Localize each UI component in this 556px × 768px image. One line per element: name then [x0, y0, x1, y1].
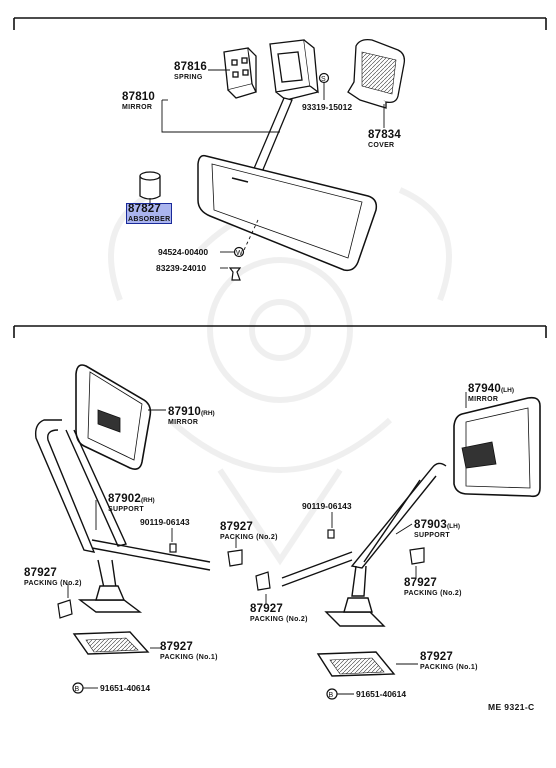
- part-number: 87927: [420, 651, 453, 663]
- mirror-rh-drawing: [75, 364, 152, 470]
- label-support-lh: 87903(LH) SUPPORT: [414, 516, 460, 539]
- lower-fasteners: B B: [72, 529, 338, 700]
- part-number: 87927: [250, 603, 283, 615]
- svg-text:W: W: [236, 250, 243, 257]
- upper-fasteners: S W: [228, 72, 330, 281]
- label-screw-rh: 91651-40614: [100, 683, 151, 693]
- rear-view-mirror-drawing: [197, 154, 378, 272]
- label-mirror-rh: 87910(RH) MIRROR: [168, 403, 215, 426]
- part-name: SPRING: [174, 73, 203, 81]
- part-side: (LH): [446, 523, 460, 530]
- label-packing1-rh: 87927 PACKING (No.1): [160, 641, 218, 661]
- part-number: 87902: [108, 493, 141, 505]
- label-spring: 87816 SPRING: [174, 61, 207, 81]
- part-number: 87927: [404, 577, 437, 589]
- absorber-drawing: [139, 171, 161, 200]
- part-number: 87834: [368, 129, 401, 141]
- svg-text:B: B: [329, 692, 334, 699]
- label-mirror-lh: 87940(LH) MIRROR: [468, 380, 514, 403]
- spring-drawing: [223, 47, 257, 99]
- label-support-rh: 87902(RH) SUPPORT: [108, 490, 155, 513]
- part-name: PACKING (No.2): [250, 615, 308, 623]
- label-cover: 87834 COVER: [368, 129, 401, 149]
- part-number: 87927: [220, 521, 253, 533]
- part-side: (LH): [500, 387, 514, 394]
- cover-drawing: [347, 38, 406, 109]
- part-number: 87827: [128, 203, 161, 215]
- part-number: 87910: [168, 406, 201, 418]
- part-name: PACKING (No.1): [160, 653, 218, 661]
- part-name: SUPPORT: [414, 532, 450, 539]
- diagram-code: ME 9321-C: [488, 702, 535, 712]
- label-bolt-lh: 90119-06143: [302, 501, 352, 511]
- part-name: PACKING (No.2): [220, 533, 278, 541]
- label-packing2-c: 87927 PACKING (No.2): [250, 603, 308, 623]
- label-absorber-highlighted: 87827 ABSORBER: [125, 203, 173, 224]
- part-name: MIRROR: [122, 103, 153, 111]
- svg-text:B: B: [75, 686, 80, 693]
- part-number: 87810: [122, 91, 155, 103]
- packing-no2-drawings: [57, 547, 425, 619]
- part-name: PACKING (No.2): [24, 579, 82, 587]
- label-screw-bottom: 83239-24010: [156, 263, 207, 273]
- part-name: COVER: [368, 141, 395, 149]
- label-packing2-d: 87927 PACKING (No.2): [404, 577, 462, 597]
- watermark-emblem: [108, 187, 452, 566]
- part-name: ABSORBER: [128, 215, 171, 223]
- support-rh-drawing: [34, 419, 211, 589]
- label-bolt-rh: 90119-06143: [140, 517, 190, 527]
- label-packing2-a: 87927 PACKING (No.2): [220, 521, 278, 541]
- part-number: 87903: [414, 519, 447, 531]
- part-name: PACKING (No.1): [420, 663, 478, 671]
- label-screw-top: 93319-15012: [302, 102, 353, 112]
- base-lh-drawing: [324, 597, 386, 627]
- label-bolt: 94524-00400: [158, 247, 209, 257]
- part-number: 87927: [160, 641, 193, 653]
- part-number: 87927: [24, 567, 57, 579]
- upper-section-frame: [13, 17, 547, 30]
- part-number: 87816: [174, 61, 207, 73]
- part-name: MIRROR: [168, 419, 199, 426]
- part-number: 87940: [468, 383, 501, 395]
- packing-no1-drawings: [72, 631, 396, 677]
- part-name: PACKING (No.2): [404, 589, 462, 597]
- base-rh-drawing: [77, 585, 143, 613]
- support-lh-drawing: [281, 462, 447, 597]
- lower-section-frame: [13, 325, 547, 338]
- part-side: (RH): [200, 410, 215, 417]
- label-packing2-b: 87927 PACKING (No.2): [24, 567, 82, 587]
- label-mirror-inner: 87810 MIRROR: [122, 91, 155, 111]
- lower-leader-lines: [67, 392, 467, 695]
- part-name: MIRROR: [468, 396, 499, 403]
- label-screw-lh: 91651-40614: [356, 689, 407, 699]
- part-name: SUPPORT: [108, 506, 144, 513]
- mirror-lh-drawing: [453, 396, 541, 498]
- label-packing1-lh: 87927 PACKING (No.1): [420, 651, 478, 671]
- part-side: (RH): [140, 497, 155, 504]
- svg-text:S: S: [321, 76, 326, 83]
- upper-leader-lines: [149, 69, 385, 269]
